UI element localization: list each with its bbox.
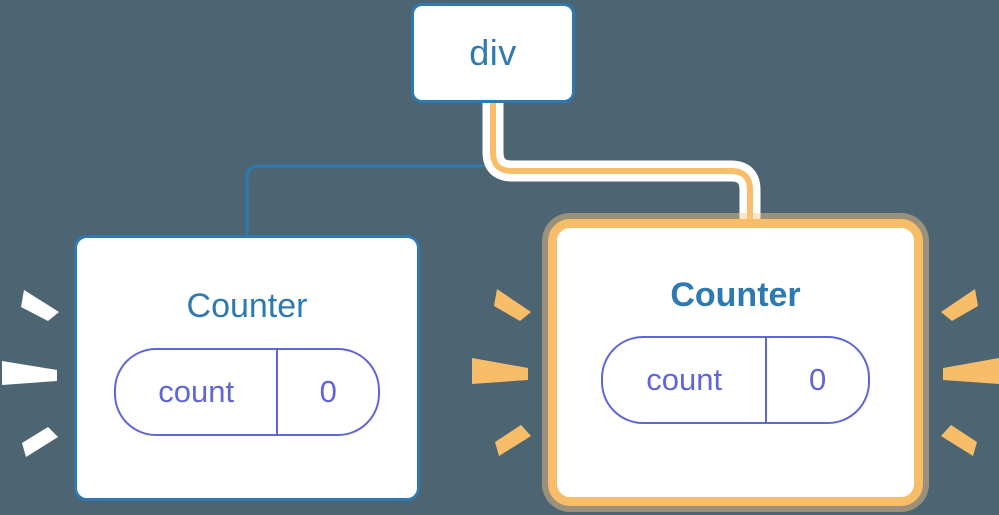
edge-div-to-counter-right-halo [482, 103, 761, 228]
node-counter-left[interactable]: Counter count 0 [74, 235, 420, 501]
node-counter-right[interactable]: Counter count 0 [548, 219, 923, 506]
state-pill-count-right: count 0 [601, 336, 870, 424]
state-pill-count-left: count 0 [114, 348, 380, 436]
edge-div-to-counter-left [245, 103, 495, 236]
edge-div-to-counter-right [490, 103, 753, 228]
state-pill-key: count [603, 338, 768, 422]
node-div[interactable]: div [411, 3, 575, 103]
state-pill-value: 0 [319, 374, 337, 409]
node-counter-right-title: Counter [670, 276, 801, 314]
node-div-label: div [469, 32, 517, 73]
state-pill-key: count [116, 350, 279, 434]
state-pill-value: 0 [809, 362, 827, 397]
node-counter-left-title: Counter [186, 287, 308, 325]
